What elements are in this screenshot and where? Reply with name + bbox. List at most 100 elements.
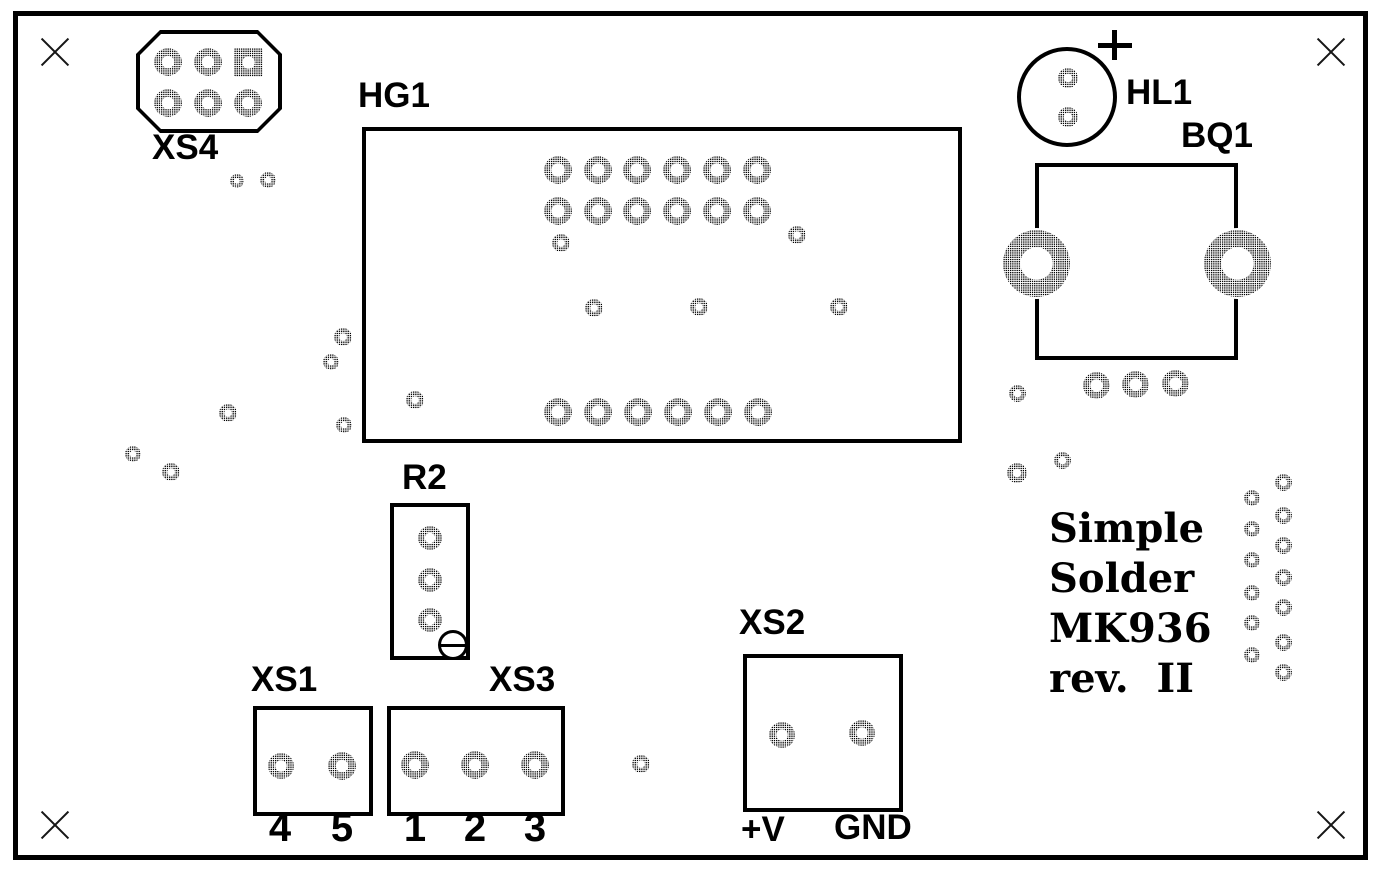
- solder-pad-xs2: [769, 722, 795, 748]
- title-line-4: rev. II: [1049, 655, 1194, 702]
- r2-screw-slot-icon: [438, 630, 468, 660]
- board-title-block: Simple Solder MK936 rev. II: [1049, 504, 1212, 704]
- board-outline: [13, 11, 1368, 860]
- xs1-outline: [253, 706, 373, 816]
- fiducial-cross-bottom-left: [40, 810, 70, 840]
- solder-pad-hg1: [744, 398, 772, 426]
- solder-pad-hg1: [703, 197, 731, 225]
- solder-pad-right-col: [1244, 615, 1260, 631]
- xs2-outline: [743, 654, 903, 812]
- solder-pad-xs4: [154, 48, 182, 76]
- solder-pad-xs3: [401, 751, 429, 779]
- solder-pad-right-col: [1244, 647, 1260, 663]
- title-line-1: Simple: [1049, 505, 1205, 552]
- solder-pad-loose: [260, 172, 276, 188]
- solder-pad-xs3: [461, 751, 489, 779]
- solder-pad-loose: [125, 446, 141, 462]
- solder-pad-right-col: [1274, 598, 1292, 616]
- solder-pad-loose: [1007, 463, 1027, 483]
- fiducial-cross-top-left: [40, 37, 70, 67]
- solder-pad-right-col: [1244, 490, 1260, 506]
- solder-pad-hg1: [585, 299, 603, 317]
- xs3-outline: [387, 706, 565, 816]
- solder-pad-hg1: [552, 234, 570, 252]
- title-line-2: Solder: [1049, 555, 1195, 602]
- r2-outline: [390, 503, 470, 660]
- solder-pad-hg1: [623, 197, 651, 225]
- solder-pad-xs4: [194, 48, 222, 76]
- xs1-pin5-label: 5: [330, 806, 354, 850]
- solder-pad-xs3: [521, 751, 549, 779]
- solder-pad-r2: [418, 568, 442, 592]
- hg1-outline: [362, 127, 962, 443]
- solder-pad-hg1: [406, 391, 424, 409]
- solder-pad-hl1: [1058, 107, 1078, 127]
- solder-pad-hg1: [544, 156, 572, 184]
- fiducial-cross-top-right: [1316, 37, 1346, 67]
- bq1-label: BQ1: [1181, 116, 1253, 155]
- solder-pad-xs1: [268, 753, 294, 779]
- solder-pad-hg1: [704, 398, 732, 426]
- solder-pad-bq1: [1121, 370, 1149, 398]
- solder-pad-xs2: [849, 720, 875, 746]
- solder-pad-right-col: [1274, 568, 1292, 586]
- solder-pad-hg1: [690, 298, 708, 316]
- solder-pad-xs1: [328, 752, 356, 780]
- solder-pad-bq1: [1161, 369, 1189, 397]
- solder-pad-loose: [336, 417, 352, 433]
- solder-pad-loose: [323, 354, 339, 370]
- hl1-plus-polarity-mark: [1098, 30, 1132, 60]
- solder-pad-xs4: [194, 89, 222, 117]
- solder-pad-right-col: [1274, 633, 1292, 651]
- solder-pad-loose: [334, 328, 352, 346]
- solder-pad-hl1: [1058, 68, 1078, 88]
- solder-pad-xs4: [233, 47, 263, 77]
- solder-pad-bq1: [1082, 371, 1110, 399]
- solder-pad-loose: [230, 174, 244, 188]
- solder-pad-right-col: [1244, 521, 1260, 537]
- solder-pad-hg1: [664, 398, 692, 426]
- xs3-pin1-label: 1: [403, 806, 427, 850]
- solder-pad-hg1: [788, 226, 806, 244]
- xs2-plusv-label: +V: [741, 810, 785, 849]
- solder-pad-hg1: [544, 398, 572, 426]
- fiducial-cross-bottom-right: [1316, 810, 1346, 840]
- solder-pad-loose: [1008, 384, 1026, 402]
- solder-pad-right-col: [1244, 585, 1260, 601]
- solder-pad-xs4: [234, 89, 262, 117]
- solder-pad-hg1: [544, 197, 572, 225]
- solder-pad-hg1: [584, 156, 612, 184]
- xs1-label: XS1: [251, 660, 318, 699]
- title-line-3: MK936: [1049, 605, 1212, 652]
- hg1-label: HG1: [358, 76, 430, 115]
- solder-pad-right-col: [1244, 552, 1260, 568]
- xs1-pin4-label: 4: [268, 806, 292, 850]
- solder-pad-loose: [632, 755, 650, 773]
- xs3-pin2-label: 2: [463, 806, 487, 850]
- solder-pad-loose: [219, 404, 237, 422]
- hl1-label: HL1: [1126, 73, 1193, 112]
- xs2-gnd-label: GND: [834, 808, 912, 847]
- solder-pad-right-col: [1274, 473, 1292, 491]
- solder-pad-xs4: [154, 89, 182, 117]
- solder-pad-right-col: [1274, 663, 1292, 681]
- r2-label: R2: [402, 458, 447, 497]
- solder-pad-hg1: [703, 156, 731, 184]
- solder-pad-hg1: [743, 156, 771, 184]
- xs2-label: XS2: [739, 603, 806, 642]
- solder-pad-r2: [418, 526, 442, 550]
- solder-pad-hg1: [584, 197, 612, 225]
- solder-pad-hg1: [584, 398, 612, 426]
- solder-pad-hg1: [623, 156, 651, 184]
- solder-pad-hg1: [663, 156, 691, 184]
- xs4-label: XS4: [152, 128, 219, 167]
- xs3-label: XS3: [489, 660, 556, 699]
- solder-pad-hg1: [624, 398, 652, 426]
- solder-pad-hg1: [743, 197, 771, 225]
- xs3-pin3-label: 3: [523, 806, 547, 850]
- solder-pad-hg1: [663, 197, 691, 225]
- xs4-connector-outline: [136, 30, 282, 133]
- solder-pad-r2: [418, 608, 442, 632]
- solder-pad-loose: [1053, 451, 1071, 469]
